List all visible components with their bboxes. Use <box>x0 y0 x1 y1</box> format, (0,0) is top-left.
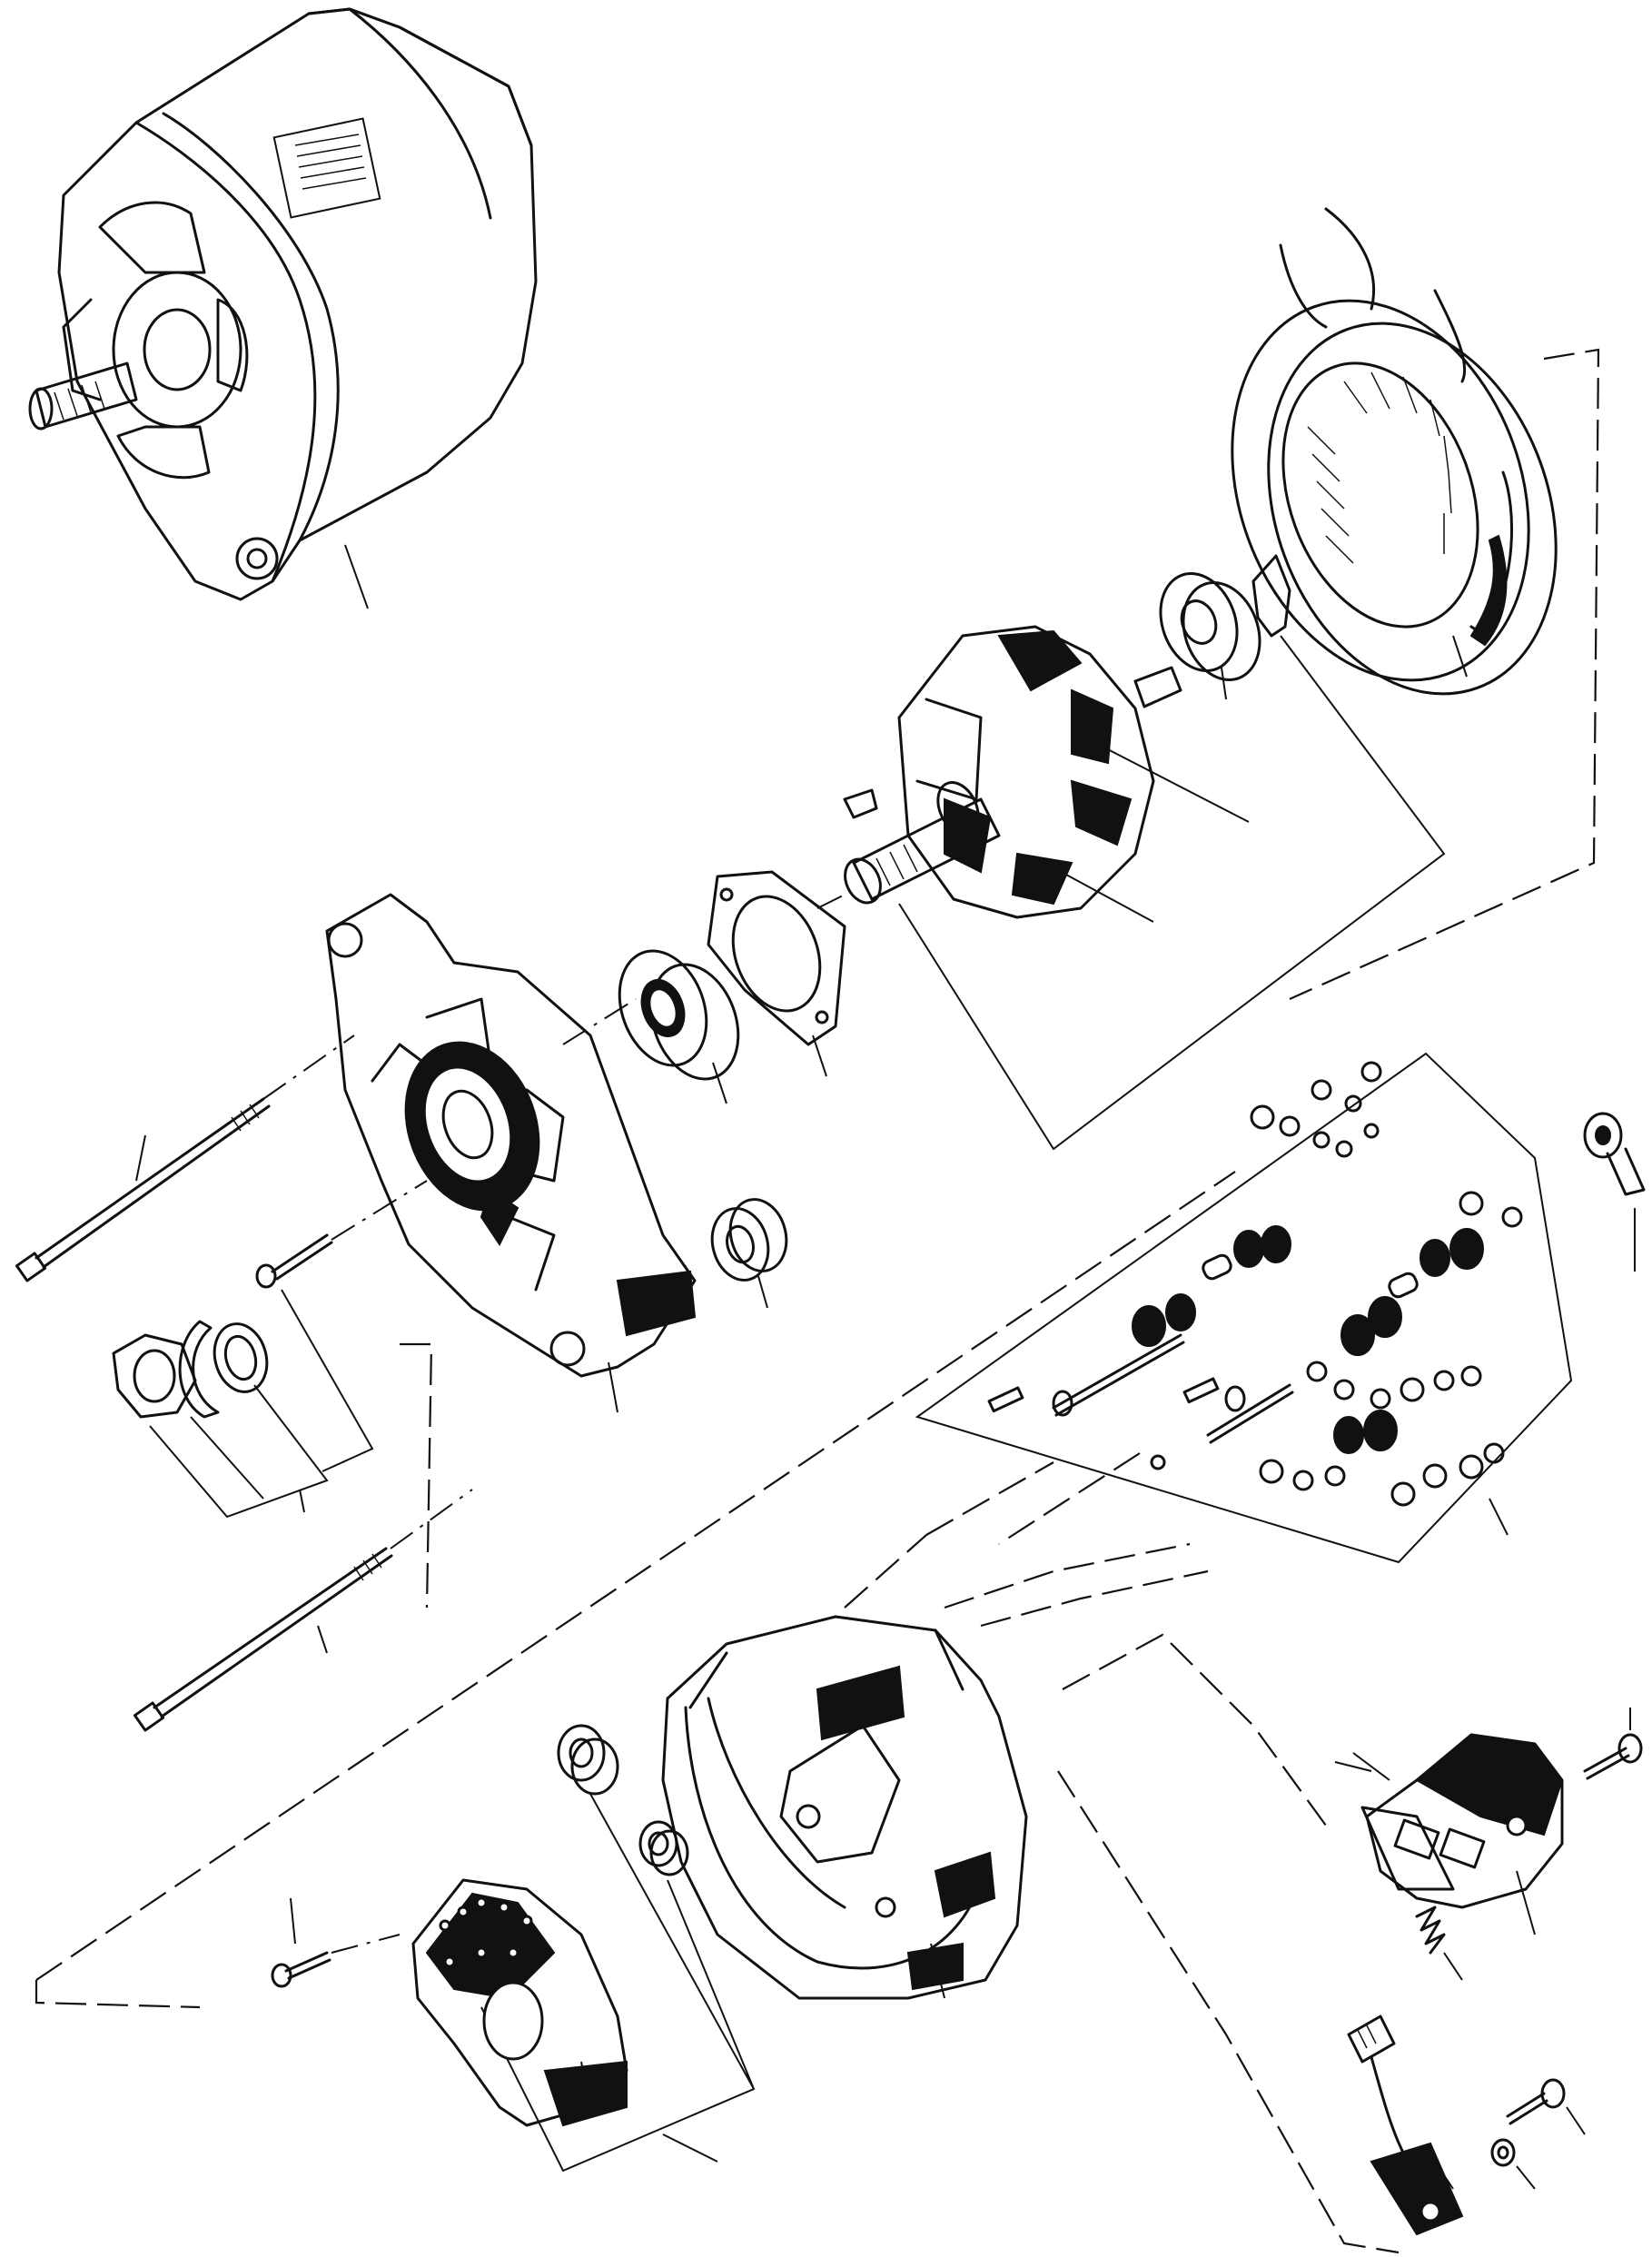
spacer-washer <box>213 1322 269 1393</box>
leader-capacitor <box>1434 2161 1454 2190</box>
leader-stator <box>1452 635 1468 678</box>
leader-capacitor-screw <box>1516 2106 1586 2190</box>
rectifier-bridge <box>411 1878 628 2127</box>
capacitor-screw <box>1506 2078 1566 2125</box>
slip-ring-end-housing <box>661 1615 1028 2000</box>
leader-brush-holder <box>1334 1752 1536 1935</box>
leader-bolt-upper <box>135 1134 146 1182</box>
leader-rear-bearing <box>1221 667 1227 700</box>
through-bolt-upper <box>15 1097 271 1282</box>
leader-bushing-bracket <box>480 1793 756 2173</box>
brush-holder-regulator <box>1360 1733 1564 1909</box>
leader-rotor-2 <box>1044 862 1154 923</box>
leader-assembly <box>344 544 369 609</box>
suppression-capacitor <box>1347 2014 1464 2236</box>
lock-washer <box>178 1320 220 1419</box>
terminal-hardware-kit <box>915 1052 1573 1564</box>
front-bearing <box>618 949 740 1081</box>
leader-bolt-lower <box>317 1625 328 1654</box>
brush-spring <box>1415 1906 1446 1955</box>
insulator-shim <box>1251 554 1291 638</box>
stator <box>1231 207 1558 696</box>
retainer-screw <box>255 1233 333 1289</box>
bushing-small <box>638 1820 689 1876</box>
woodruff-key <box>843 788 878 819</box>
rectifier-screw <box>271 1951 331 1988</box>
leader-terminal-kit <box>1489 1498 1509 1536</box>
leader-brush-spring <box>1443 1952 1463 1981</box>
leader-sre-housing <box>930 1943 945 1999</box>
leader-retainer-plate <box>812 1034 827 1077</box>
leader-drive-housing <box>608 1361 618 1413</box>
rotor <box>844 625 1182 919</box>
through-bolt-lower <box>133 1547 393 1732</box>
rear-bearing <box>1159 572 1261 681</box>
alternator-assembly <box>28 7 538 601</box>
assembly-dash-lines <box>35 348 1600 2254</box>
regulator-screw <box>1583 1733 1643 1780</box>
assembly-centerlines <box>262 894 846 1954</box>
leader-nut-group <box>299 1489 305 1513</box>
leader-front-bearing <box>712 1062 727 1104</box>
spacer-sleeve <box>710 1198 788 1282</box>
leader-rectifier-screw <box>290 1897 296 1945</box>
leader-rectifier <box>580 2061 591 2108</box>
leader-spacer <box>757 1275 768 1309</box>
leader-shim-bracket <box>898 635 1446 1151</box>
leader-rotor-1 <box>1098 744 1250 823</box>
drive-end-housing <box>325 893 697 1378</box>
capacitor-washer <box>1490 2138 1516 2167</box>
bearing-retainer-plate <box>707 870 846 1046</box>
leader-nut-washer-bracket <box>149 1289 374 1519</box>
terminal-connector <box>1583 1112 1646 1196</box>
bushing-large <box>557 1724 619 1796</box>
